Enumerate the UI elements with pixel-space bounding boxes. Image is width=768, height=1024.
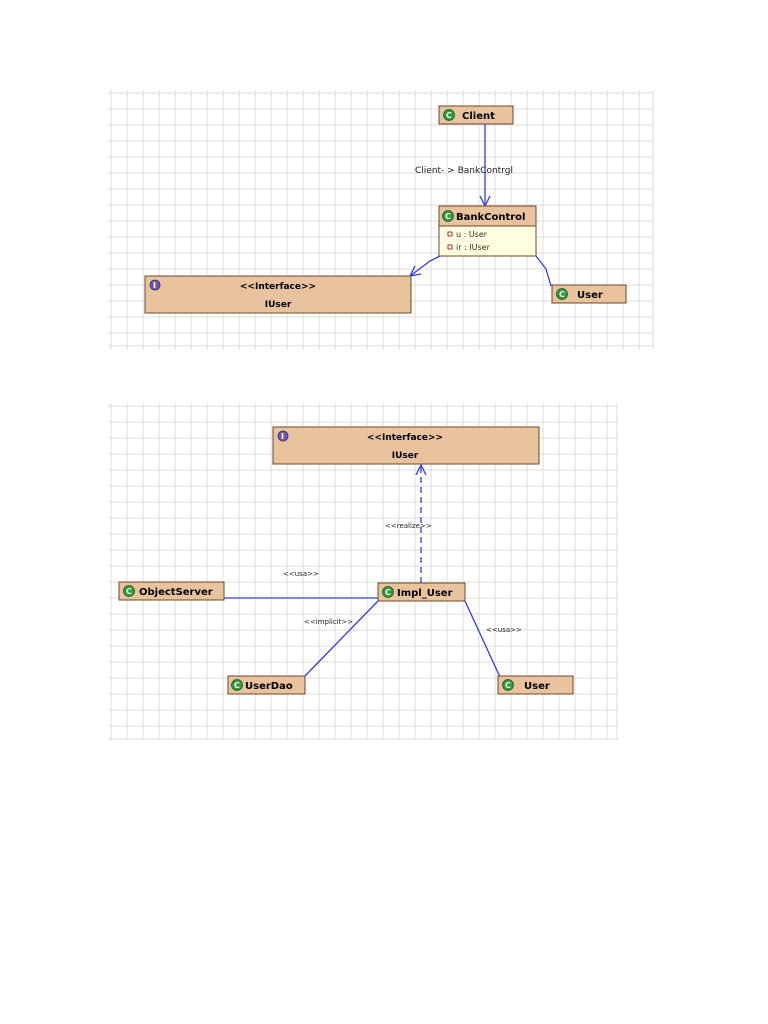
interface-stereotype: <<Interface>> [367, 433, 443, 443]
svg-text:C: C [559, 290, 565, 299]
class-objectserver[interactable]: C ObjectServer [118, 581, 225, 601]
class-user[interactable]: C User [497, 675, 574, 695]
class-user[interactable]: C User [551, 284, 627, 304]
class-diagram-2: <<realize>> <<usa>> <<implicit>> <<usa>>… [108, 403, 618, 740]
edge-impl-user-userdao[interactable] [303, 600, 379, 678]
class-client[interactable]: C Client [438, 105, 514, 125]
class-c-icon: C [442, 210, 454, 222]
svg-text:C: C [126, 587, 132, 596]
class-name: UserDao [245, 681, 293, 692]
interface-iuser[interactable]: I <<Interface>> IUser [144, 275, 412, 314]
class-c-icon: C [443, 109, 455, 121]
svg-text:I: I [153, 281, 156, 290]
interface-stereotype: <<Interface>> [240, 282, 316, 292]
class-c-icon: C [123, 585, 135, 597]
edge-bankcontrol-to-user[interactable] [535, 255, 552, 287]
edge-label-realize: <<realize>> [385, 522, 432, 530]
edge-label-usa-user: <<usa>> [486, 626, 522, 634]
edge-bankcontrol-to-iuser[interactable] [410, 255, 441, 276]
class-c-icon: C [502, 679, 514, 691]
interface-name: IUser [265, 300, 292, 310]
interface-i-icon: I [277, 430, 289, 442]
class-userdao[interactable]: C UserDao [227, 675, 306, 695]
private-field-icon [447, 231, 453, 237]
class-name: ObjectServer [139, 587, 213, 598]
class-name: User [577, 290, 603, 301]
class-bankcontrol[interactable]: C BankControl u : User ir : IUser [438, 205, 537, 257]
class-name: BankControl [456, 212, 525, 223]
svg-text:C: C [445, 212, 451, 221]
attribute-u: u : User [456, 230, 488, 239]
interface-iuser[interactable]: I <<Interface>> IUser [272, 426, 540, 465]
class-c-icon: C [231, 679, 243, 691]
interface-i-icon: I [149, 279, 161, 291]
edge-label-client-bankcontrol: Client- > BankContrgl [415, 166, 513, 176]
class-diagram-1: Client- > BankContrgl C Client C BankCon… [108, 90, 654, 350]
class-name: Impl_User [397, 588, 453, 599]
attribute-ir: ir : IUser [456, 243, 491, 252]
edge-label-usa-objectserver: <<usa>> [283, 570, 319, 578]
class-c-icon: C [556, 288, 568, 300]
private-field-icon [447, 244, 453, 250]
class-name: User [524, 681, 550, 692]
svg-text:C: C [385, 588, 391, 597]
svg-text:I: I [281, 432, 284, 441]
class-impl-user[interactable]: C Impl_User [377, 582, 466, 602]
edge-impl-user-user[interactable] [464, 600, 501, 678]
class-name: Client [462, 111, 495, 122]
svg-text:C: C [234, 681, 240, 690]
class-c-icon: C [382, 586, 394, 598]
interface-name: IUser [392, 451, 419, 461]
edge-label-implicit: <<implicit>> [304, 618, 353, 626]
svg-text:C: C [446, 111, 452, 120]
svg-text:C: C [505, 681, 511, 690]
